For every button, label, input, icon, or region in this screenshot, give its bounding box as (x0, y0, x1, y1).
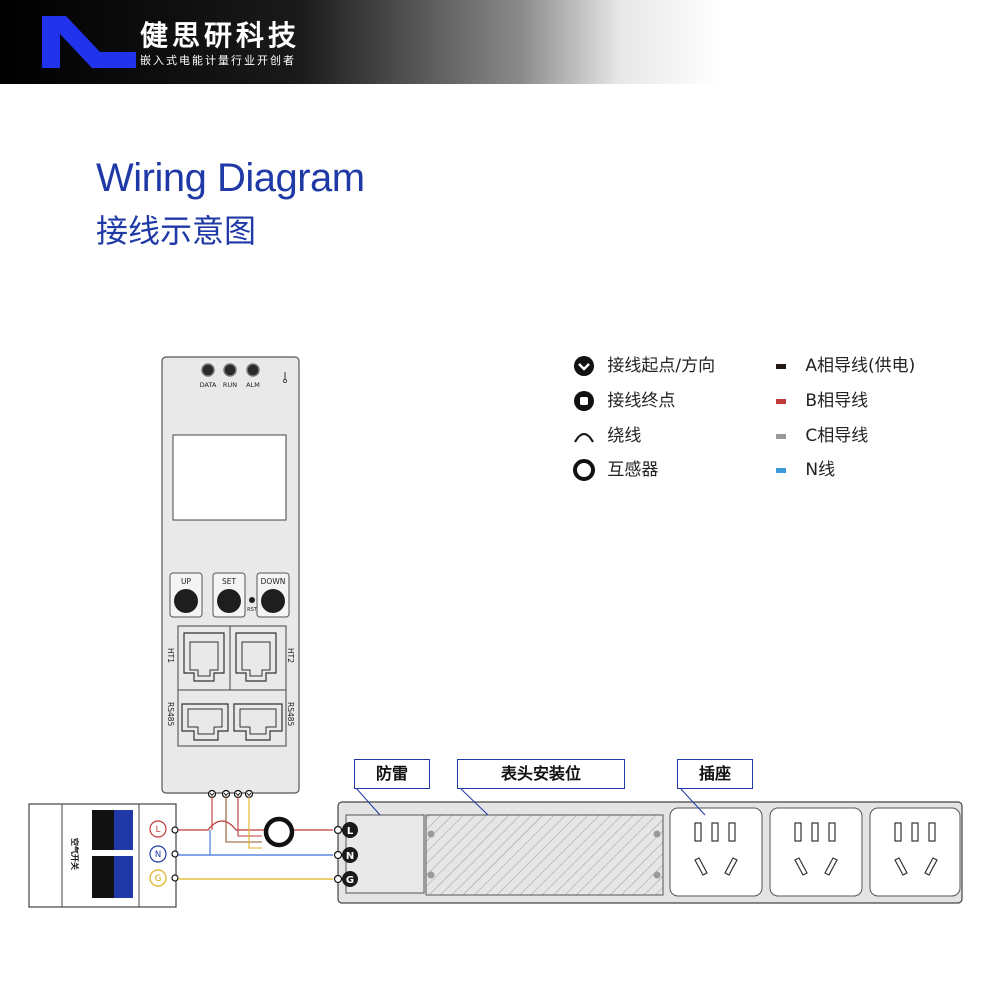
led-label-run: RUN (223, 381, 237, 389)
led-run (223, 363, 237, 377)
port-label-rs485-right: RS485 (286, 702, 295, 727)
page-title-cn: 接线示意图 (96, 212, 257, 250)
led-label-alm: ALM (246, 381, 260, 389)
swatch-phase-b (776, 398, 786, 404)
button-label-down: DOWN (261, 577, 286, 586)
port-label-ht1: HT1 (166, 648, 175, 663)
breaker-terminal-n: N (155, 850, 161, 860)
port-label-rs485-left: RS485 (166, 702, 175, 727)
up-button[interactable] (174, 589, 198, 613)
stop-square-circle-icon (574, 391, 594, 411)
button-label-up: UP (181, 577, 191, 586)
lcd-screen (172, 434, 287, 521)
breaker-terminal-l: L (156, 825, 161, 835)
meter-module: DATA RUN ALM UP SET DOWN RST (161, 356, 300, 794)
meter-slot (425, 814, 664, 896)
socket-2[interactable] (769, 807, 863, 897)
legend-item-neutral: N线 (776, 458, 835, 482)
legend-label: 接线起点/方向 (607, 356, 716, 376)
legend-label: B相导线 (805, 391, 869, 411)
surge-protection-label: 防雷 (354, 759, 430, 789)
legend-label: 接线终点 (607, 391, 676, 411)
led-data (201, 363, 215, 377)
brand-header: 健思研科技 嵌入式电能计量行业开创者 (0, 0, 1000, 84)
down-button[interactable] (261, 589, 285, 613)
breaker-handle-top[interactable] (92, 810, 133, 850)
wire-l (178, 820, 333, 831)
led-label-data: DATA (200, 381, 217, 389)
legend-item-phase-b: B相导线 (776, 389, 868, 413)
pdu-strip: L N G (333, 801, 963, 904)
legend-label: A相导线(供电) (805, 356, 916, 376)
rst-label: RST (247, 607, 258, 613)
legend-label: 互感器 (607, 460, 659, 480)
rs485-port-left[interactable] (181, 703, 229, 741)
swatch-phase-c (776, 433, 786, 439)
chevron-down-circle-icon (574, 356, 594, 376)
ht2-port[interactable] (235, 632, 277, 682)
rs485-port-right[interactable] (233, 703, 283, 741)
arc-icon (574, 433, 594, 443)
rst-button[interactable] (249, 597, 255, 603)
legend-item-phase-c: C相导线 (776, 424, 868, 448)
ring-icon (573, 459, 595, 481)
legend-item-wrap: 绕线 (572, 424, 641, 448)
socket-label: 插座 (677, 759, 753, 789)
page-title-en: Wiring Diagram (96, 156, 365, 200)
brand-logo (42, 16, 136, 68)
wires (178, 797, 333, 880)
legend-label: 绕线 (607, 426, 642, 446)
legend-item-ct: 互感器 (572, 458, 658, 482)
ht1-port[interactable] (183, 632, 225, 682)
swatch-neutral (776, 467, 786, 473)
legend-item-start: 接线起点/方向 (572, 354, 715, 378)
pdu-terminal-n: N (346, 851, 354, 862)
set-button[interactable] (217, 589, 241, 613)
thermometer-icon (282, 372, 287, 383)
meter-slot-label: 表头安装位 (457, 759, 625, 789)
legend-label: C相导线 (805, 426, 869, 446)
current-transformer (263, 816, 295, 848)
socket-1[interactable] (669, 807, 763, 897)
meter-terminals (207, 789, 254, 799)
brand-slogan: 嵌入式电能计量行业开创者 (140, 54, 296, 67)
air-breaker: 空气开关 L N G (28, 803, 179, 908)
legend-item-end: 接线终点 (572, 389, 675, 413)
legend-label: N线 (805, 460, 836, 480)
button-label-set: SET (222, 577, 236, 586)
led-alm (246, 363, 260, 377)
pdu-terminal-g: G (346, 875, 354, 886)
legend-item-phase-a: A相导线(供电) (776, 354, 915, 378)
swatch-phase-a (776, 363, 786, 369)
callout-leaders (355, 787, 706, 816)
brand-name: 健思研科技 (140, 19, 301, 52)
pdu-terminal-l: L (347, 826, 354, 837)
breaker-handle-bottom[interactable] (92, 856, 133, 898)
port-label-ht2: HT2 (286, 648, 295, 663)
breaker-label: 空气开关 (70, 838, 80, 870)
surge-module (345, 814, 425, 894)
socket-3[interactable] (869, 807, 961, 897)
breaker-terminal-g: G (155, 874, 162, 884)
